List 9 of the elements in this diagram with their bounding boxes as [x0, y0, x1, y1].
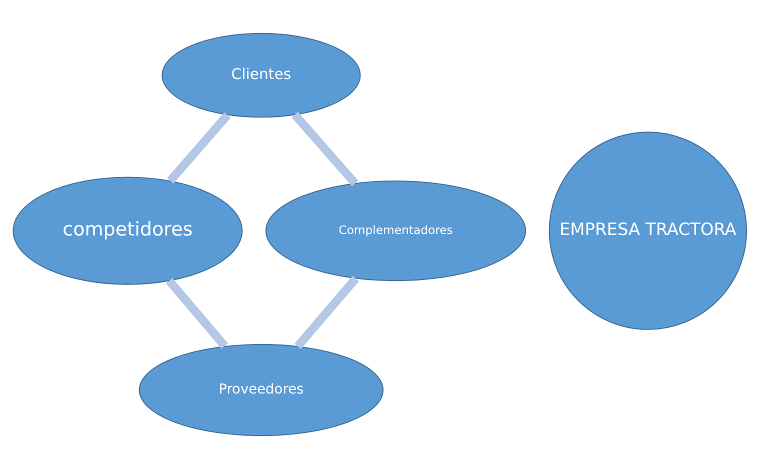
node-ellipse: competidores	[12, 176, 242, 285]
node-ellipse: Complementadores	[264, 180, 526, 282]
connector	[294, 276, 358, 350]
connector	[165, 278, 228, 349]
connector	[166, 112, 230, 184]
connector	[291, 112, 358, 186]
node-circle: EMPRESA TRACTORA	[548, 132, 747, 330]
node-ellipse: Proveedores	[138, 344, 384, 436]
node-ellipse: Clientes	[161, 32, 360, 118]
